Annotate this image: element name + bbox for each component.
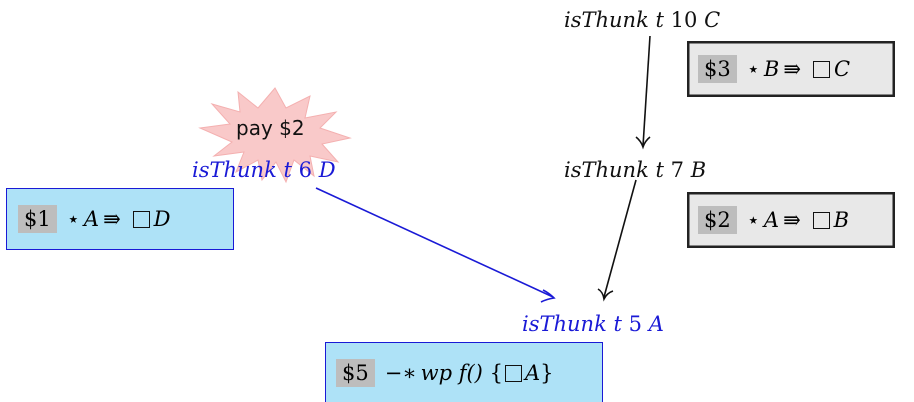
- box-modality-icon: [504, 364, 522, 382]
- lhs-type: B: [763, 57, 780, 81]
- edge-6-to-5-arrowhead-icon: [540, 289, 556, 303]
- star-symbol: ⋆: [66, 207, 80, 231]
- credit-badge: $1: [18, 205, 57, 233]
- function-call: f(): [458, 361, 483, 385]
- box-modality-icon: [812, 211, 830, 229]
- box-credit-1: $1 ⋆ A ⇛ D: [6, 188, 234, 250]
- rhs-type: C: [833, 57, 851, 81]
- left-brace: {: [489, 361, 503, 385]
- arrow-symbol: ⇛: [783, 57, 801, 81]
- lhs-type: A: [763, 208, 780, 232]
- edge-6-to-5: [315, 187, 554, 298]
- wp-keyword: wp: [420, 361, 453, 385]
- star-symbol: ⋆: [746, 57, 760, 81]
- star-symbol: ⋆: [746, 208, 760, 232]
- rhs-type: A: [524, 361, 541, 385]
- edge-10-to-7-arrowhead-icon: [635, 136, 651, 150]
- box-modality-icon: [812, 60, 830, 78]
- thunk-label-10-c: isThunk t 10 C: [564, 8, 721, 32]
- edge-7-to-5-arrowhead-icon: [597, 288, 614, 302]
- box-credit-3: $3 ⋆ B ⇛ C: [687, 41, 895, 97]
- arrow-symbol: ⇛: [103, 207, 121, 231]
- box-modality-icon: [132, 210, 150, 228]
- wand-symbol: −∗: [384, 361, 417, 385]
- credit-badge: $5: [336, 359, 375, 387]
- thunk-label-7-b: isThunk t 7 B: [564, 158, 707, 182]
- credit-badge: $2: [698, 206, 737, 234]
- pay-label: pay $2: [236, 116, 305, 140]
- thunk-label-6-d: isThunk t 6 D: [192, 158, 336, 182]
- thunk-label-5-a: isThunk t 5 A: [522, 312, 664, 336]
- arrow-symbol: ⇛: [783, 208, 801, 232]
- credit-badge: $3: [698, 55, 737, 83]
- box-credit-2: $2 ⋆ A ⇛ B: [687, 192, 895, 248]
- right-brace: }: [540, 361, 554, 385]
- pay-starburst-icon: [198, 87, 352, 184]
- rhs-type: D: [153, 207, 171, 231]
- edge-7-to-5: [603, 179, 637, 298]
- edge-10-to-7: [642, 35, 651, 147]
- box-credit-5: $5 −∗ wp f() { A}: [325, 342, 603, 402]
- rhs-type: B: [833, 208, 850, 232]
- lhs-type: A: [83, 207, 100, 231]
